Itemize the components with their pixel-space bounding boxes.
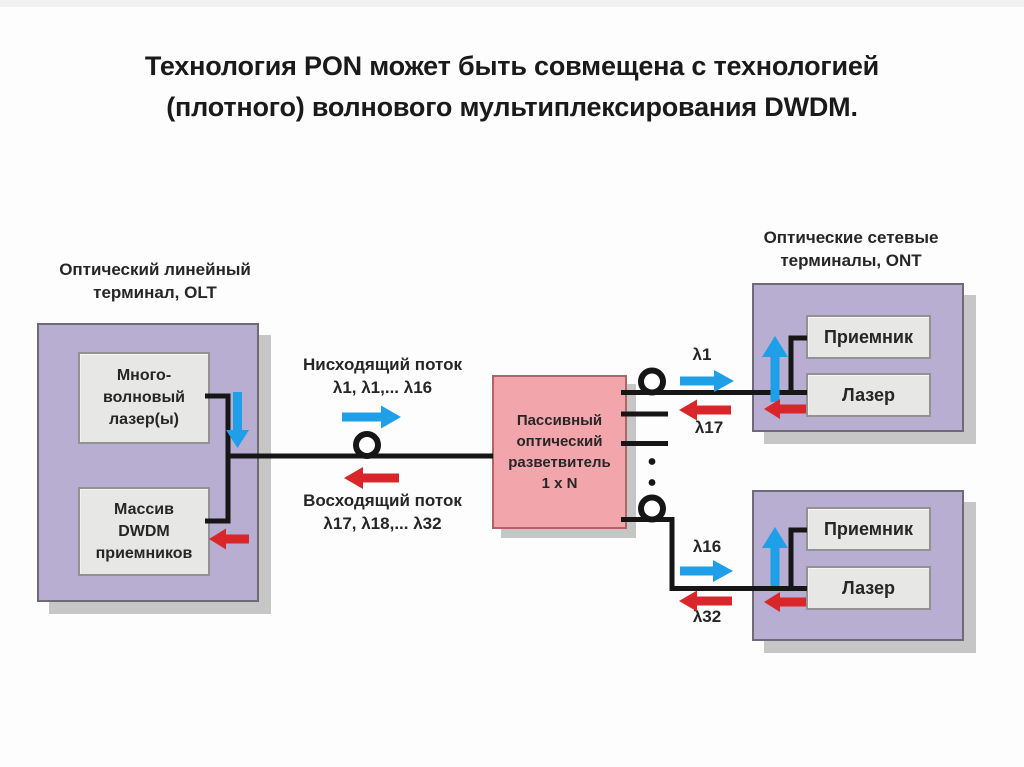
upstream-label: Восходящий поток λ17, λ18,... λ32: [303, 491, 462, 533]
olt-laser-box: Много- волновый лазер(ы): [78, 352, 210, 444]
fiber-loop-icon: [638, 367, 666, 396]
ont1-receiver-box: Приемник: [806, 315, 931, 359]
wavelength-label-down2: λ16: [692, 537, 722, 556]
ont1-downstream-arrow-icon: [680, 370, 734, 392]
fiber-loop-icon: [353, 431, 381, 459]
ellipsis-dot: [648, 479, 656, 486]
ellipsis-dot: [648, 458, 656, 465]
wavelength-label-up1: λ17: [694, 418, 724, 437]
wavelength-label-down1: λ1: [692, 345, 712, 364]
olt-label: Оптический линейный терминал, OLT: [59, 260, 251, 302]
slide-title: Технология PON может быть совмещена с те…: [144, 51, 880, 122]
downstream-label: Нисходящий поток λ1, λ1,... λ16: [302, 355, 463, 397]
ont2-laser-box: Лазер: [806, 566, 931, 610]
trunk-downstream-arrow-icon: [342, 405, 401, 429]
ont-label: Оптические сетевые терминалы, ONT: [763, 228, 939, 270]
splitter-box: Пассивный оптический разветвитель 1 x N: [492, 375, 627, 529]
trunk-upstream-arrow-icon: [344, 467, 399, 489]
ont1-laser-box: Лазер: [806, 373, 931, 417]
fiber-loop-icon: [638, 494, 666, 523]
ont2-downstream-arrow-icon: [680, 560, 733, 582]
olt-receiver-box: Массив DWDM приемников: [78, 487, 210, 576]
ont2-receiver-box: Приемник: [806, 507, 931, 551]
wavelength-label-up2: λ32: [692, 607, 722, 626]
